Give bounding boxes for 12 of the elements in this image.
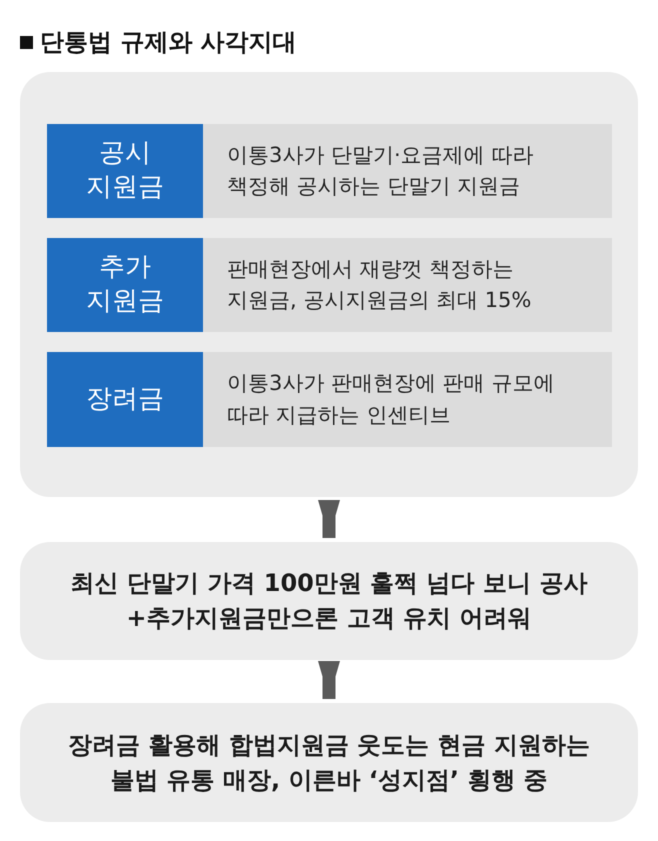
panel-background <box>20 72 638 497</box>
result-box: 최신 단말기 가격 100만원 훌쩍 넘다 보니 공사+추가지원금만으론 고객 유치 어려워 <box>20 542 638 660</box>
definition-box: 이통3사가 판매현장에 판매 규모에 따라 지급하는 인센티브 <box>203 352 612 447</box>
arrow <box>318 500 340 538</box>
term-box: 추가 지원금 <box>47 238 203 332</box>
arrow <box>318 661 340 699</box>
term-box: 공시 지원금 <box>47 124 203 218</box>
definition-box: 판매현장에서 재량껏 책정하는 지원금, 공시지원금의 최대 15% <box>203 238 612 332</box>
definition-box: 이통3사가 단말기·요금제에 따라 책정해 공시하는 단말기 지원금 <box>203 124 612 218</box>
title: 단통법 규제와 사각지대 <box>40 27 297 58</box>
result-box: 장려금 활용해 합법지원금 웃도는 현금 지원하는 불법 유통 매장, 이른바 ‘성지점’ 횡행 중 <box>20 703 638 822</box>
term-box: 장려금 <box>47 352 203 447</box>
